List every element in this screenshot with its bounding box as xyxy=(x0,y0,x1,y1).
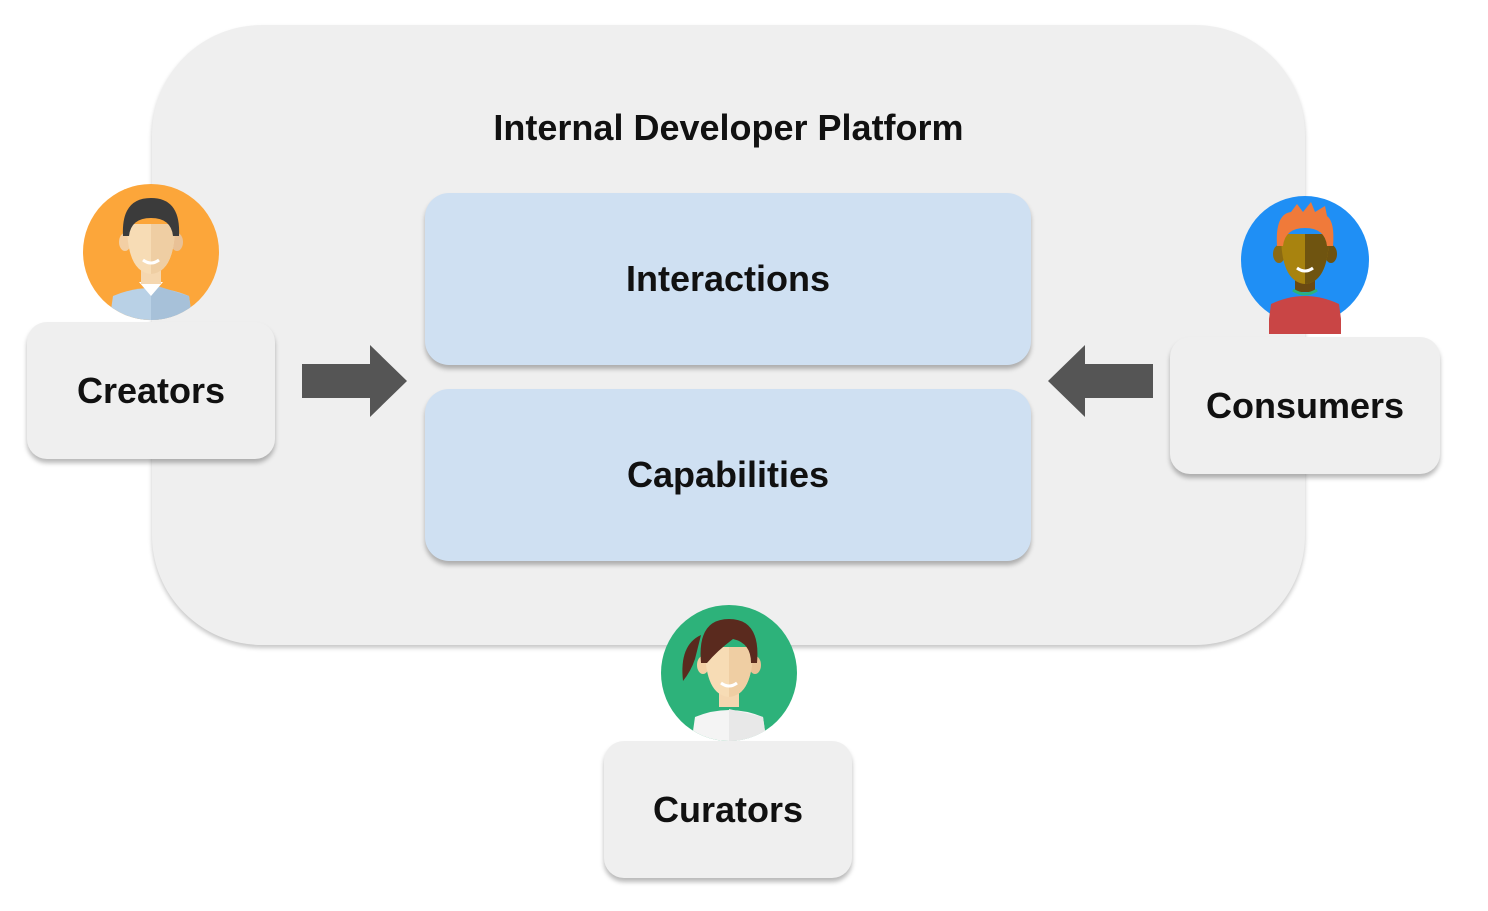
platform-title: Internal Developer Platform xyxy=(493,107,964,148)
curators-box: Curators xyxy=(604,741,852,878)
consumer-avatar-icon xyxy=(1241,196,1369,334)
capabilities-layer: Capabilities xyxy=(425,389,1031,561)
curator-avatar-icon xyxy=(661,605,797,741)
consumers-box: Consumers xyxy=(1170,337,1440,474)
arrow-left-icon xyxy=(1048,345,1153,417)
arrow-right-icon xyxy=(302,345,407,417)
creators-box: Creators xyxy=(27,322,275,459)
creator-avatar-icon xyxy=(83,184,219,320)
interactions-layer: Interactions xyxy=(425,193,1031,365)
